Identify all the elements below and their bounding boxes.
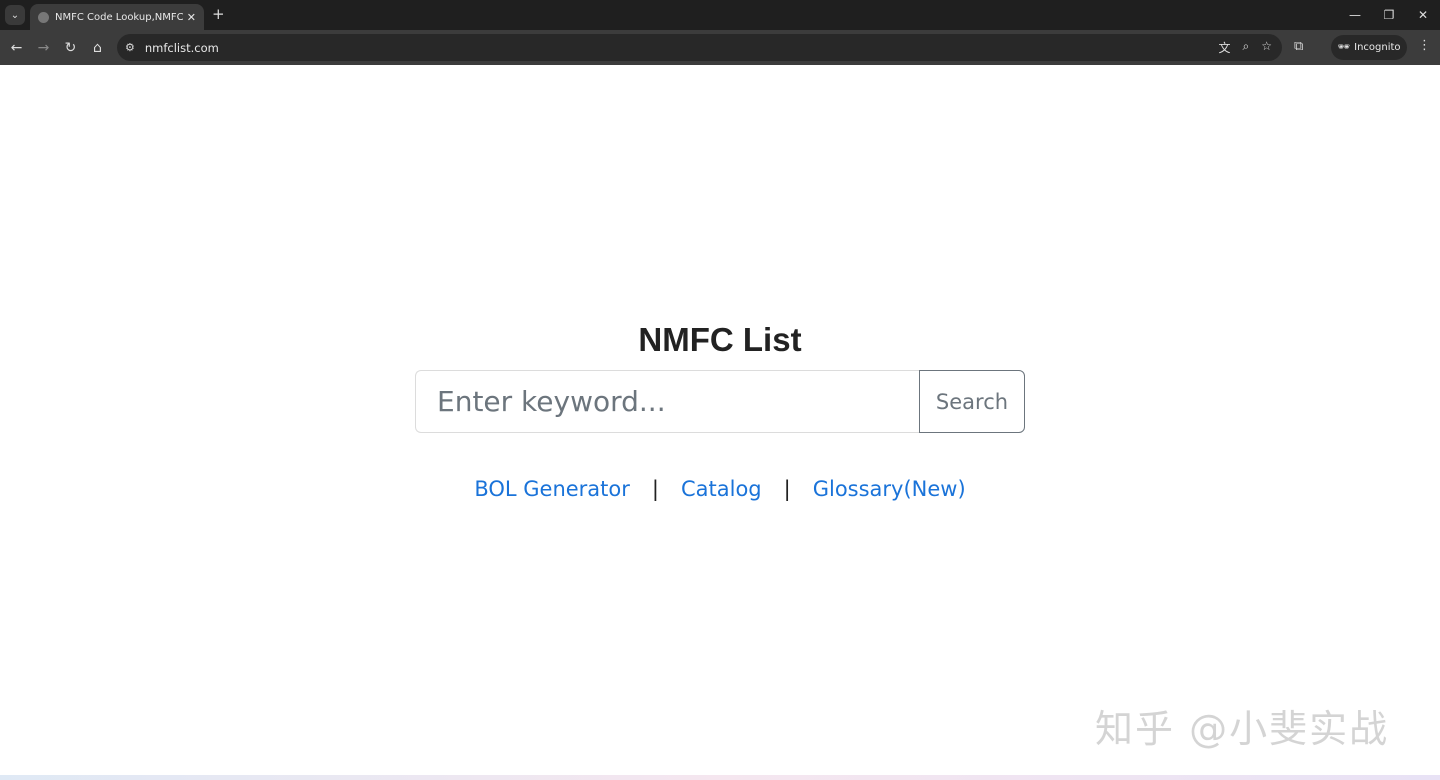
page-content: NMFC List Search BOL Generator | Catalog | G… (0, 65, 1440, 775)
tab-title: NMFC Code Lookup,NMFC N (55, 11, 183, 23)
restore-icon[interactable]: ❐ (1383, 8, 1395, 22)
extensions-icon[interactable]: ⧉ (1294, 39, 1304, 54)
separator: | (651, 477, 659, 501)
url-text[interactable]: nmfclist.com (144, 40, 219, 55)
link-bol-generator[interactable]: BOL Generator (474, 477, 630, 501)
zoom-icon[interactable]: ⌕ (1242, 39, 1250, 53)
bottom-edge (0, 775, 1440, 780)
translate-icon[interactable]: 文 (1218, 41, 1231, 55)
incognito-badge[interactable]: 🕶 Incognito (1331, 35, 1407, 60)
back-icon[interactable]: ← (10, 39, 23, 56)
link-glossary[interactable]: Glossary(New) (812, 477, 966, 501)
minimize-icon[interactable]: — (1349, 8, 1361, 22)
tab-active[interactable]: NMFC Code Lookup,NMFC N ✕ (30, 4, 204, 30)
page-title: NMFC List (638, 321, 802, 358)
forward-icon[interactable]: → (37, 39, 50, 56)
incognito-icon: 🕶 (1337, 42, 1351, 53)
separator: | (783, 477, 791, 501)
more-menu-icon[interactable]: ⋮ (1418, 38, 1431, 53)
site-info-icon[interactable]: ⚙ (125, 41, 135, 54)
tab-search-button[interactable]: ⌄ (5, 5, 25, 25)
tab-bar: ⌄ NMFC Code Lookup,NMFC N ✕ + — ❐ ✕ (0, 0, 1440, 30)
address-bar[interactable]: ⚙ nmfclist.com 文 ⌕ ☆ (117, 34, 1282, 61)
link-catalog[interactable]: Catalog (680, 477, 762, 501)
home-icon[interactable]: ⌂ (93, 39, 102, 56)
nav-links: BOL Generator | Catalog | Glossary(New) (0, 477, 1440, 501)
bookmark-star-icon[interactable]: ☆ (1261, 39, 1272, 53)
search-form: Search (415, 370, 1025, 433)
close-tab-icon[interactable]: ✕ (186, 10, 196, 24)
close-window-icon[interactable]: ✕ (1417, 8, 1429, 22)
search-input[interactable] (415, 370, 919, 433)
new-tab-button[interactable]: + (212, 5, 225, 23)
browser-toolbar: ← → ↻ ⌂ ⚙ nmfclist.com 文 ⌕ ☆ ⧉ 🕶 Incogni… (0, 30, 1440, 65)
globe-icon (38, 11, 49, 23)
search-button[interactable]: Search (919, 370, 1025, 433)
incognito-label: Incognito (1354, 42, 1401, 53)
reload-icon[interactable]: ↻ (64, 39, 77, 56)
watermark: 知乎 @小斐实战 (1095, 707, 1390, 751)
